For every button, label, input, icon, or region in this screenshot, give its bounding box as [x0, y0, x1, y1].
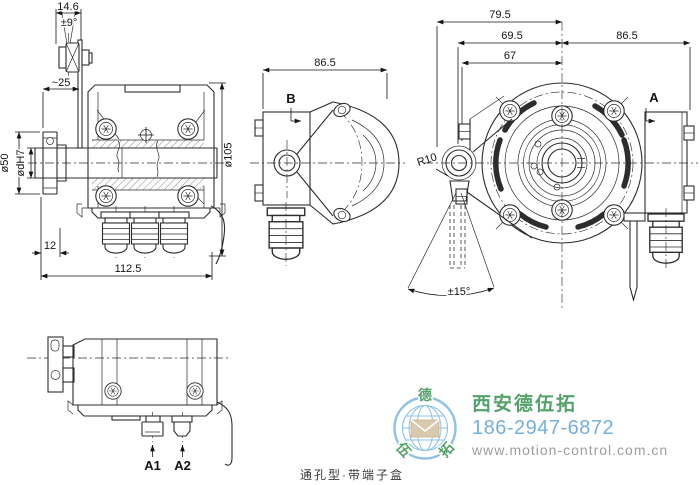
connector-a2 — [171, 412, 193, 442]
connector-a1 — [141, 412, 164, 442]
watermark-phone: 186-2947-6872 — [472, 416, 615, 439]
watermark-company: 西安德伍拓 — [472, 394, 578, 415]
port-label-a1: A1 — [144, 444, 161, 473]
dim-795-text: 79.5 — [489, 9, 510, 21]
clamp-screw — [46, 137, 54, 145]
housing-screws — [104, 382, 204, 400]
cable-gland — [129, 211, 161, 254]
section-label-a: A — [645, 90, 659, 124]
dim-total-length: 112.5 — [40, 252, 213, 280]
logo-char-right: 拓 — [436, 439, 457, 460]
dim-865: 86.5 — [561, 30, 691, 110]
encoder-body — [67, 338, 223, 421]
dim-clamp-od: ø50 — [0, 131, 40, 195]
dim-depth: 86.5 — [262, 57, 388, 109]
cable — [629, 221, 638, 303]
port-label-a2: A2 — [174, 444, 191, 473]
dim-695: 69.5 — [457, 30, 563, 144]
front-view: 79.5 69.5 67 86.5 — [407, 9, 698, 308]
cable — [216, 401, 233, 466]
cable-glands — [100, 206, 190, 258]
dim-pin-width: 14.6 — [55, 0, 82, 44]
rear-view: 86.5 B — [250, 57, 405, 266]
cable-gland — [100, 211, 132, 254]
tether-arm: ±15° R10 — [407, 95, 533, 300]
logo-char-left: 伍 — [392, 438, 414, 460]
center-mark — [138, 127, 154, 143]
view-caption: 通孔型·带端子盒 — [300, 467, 404, 482]
section-label-b: B — [286, 91, 302, 124]
mounting-bracket — [47, 336, 75, 393]
dim-body-od: ø105 — [209, 82, 236, 257]
tether-swing-text: ±15° — [448, 286, 471, 298]
dim-total-length-text: 112.5 — [115, 263, 142, 275]
dim-depth-text: 86.5 — [314, 57, 335, 69]
dim-695-text: 69.5 — [501, 30, 522, 42]
section-a-text: A — [649, 90, 659, 105]
port-a1-text: A1 — [144, 458, 161, 473]
dim-clamp-len: 12 — [32, 197, 69, 280]
envelope-icon — [410, 419, 440, 438]
hollow-shaft — [28, 131, 224, 195]
swing-phantom — [407, 192, 495, 297]
dim-pin-swing-text: ±9° — [61, 17, 78, 29]
watermark-website: www.motion-control.com.cn — [472, 441, 669, 458]
dim-795: 79.5 — [436, 9, 563, 147]
watermark: 德 伍 拓 西安德伍拓 186-2947-6872 www.motion-con… — [388, 383, 668, 467]
tether-jaw — [449, 180, 470, 202]
section-b-text: B — [286, 91, 295, 106]
dim-bore: ødH7 — [14, 147, 36, 179]
watermark-texts: 西安德伍拓 186-2947-6872 www.motion-control.c… — [472, 394, 668, 459]
dim-pin-offset: ~25 — [42, 76, 80, 128]
dim-pin-width-text: 14.6 — [57, 1, 78, 13]
port-a2-text: A2 — [174, 458, 191, 473]
dim-67-text: 67 — [504, 50, 516, 62]
dim-clamp-od-text: ø50 — [0, 154, 11, 173]
dim-pin-offset-text: ~25 — [52, 77, 71, 89]
dim-body-od-text: ø105 — [223, 142, 235, 167]
dim-bore-text: ødH7 — [15, 150, 27, 177]
side-view: 14.6 ±9° ~25 — [0, 0, 236, 280]
dim-865-text: 86.5 — [616, 30, 637, 42]
face-screws — [495, 96, 629, 230]
company-logo: 德 伍 拓 — [391, 386, 458, 462]
dim-clamp-len-text: 12 — [44, 240, 56, 252]
cable-gland — [158, 211, 190, 254]
globe-icon — [393, 396, 457, 460]
logo-char-top: 德 — [418, 387, 432, 403]
tether-radius-text: R10 — [416, 151, 439, 169]
bottom-view: A1 A2 — [27, 336, 233, 473]
flange-screws — [333, 102, 351, 223]
